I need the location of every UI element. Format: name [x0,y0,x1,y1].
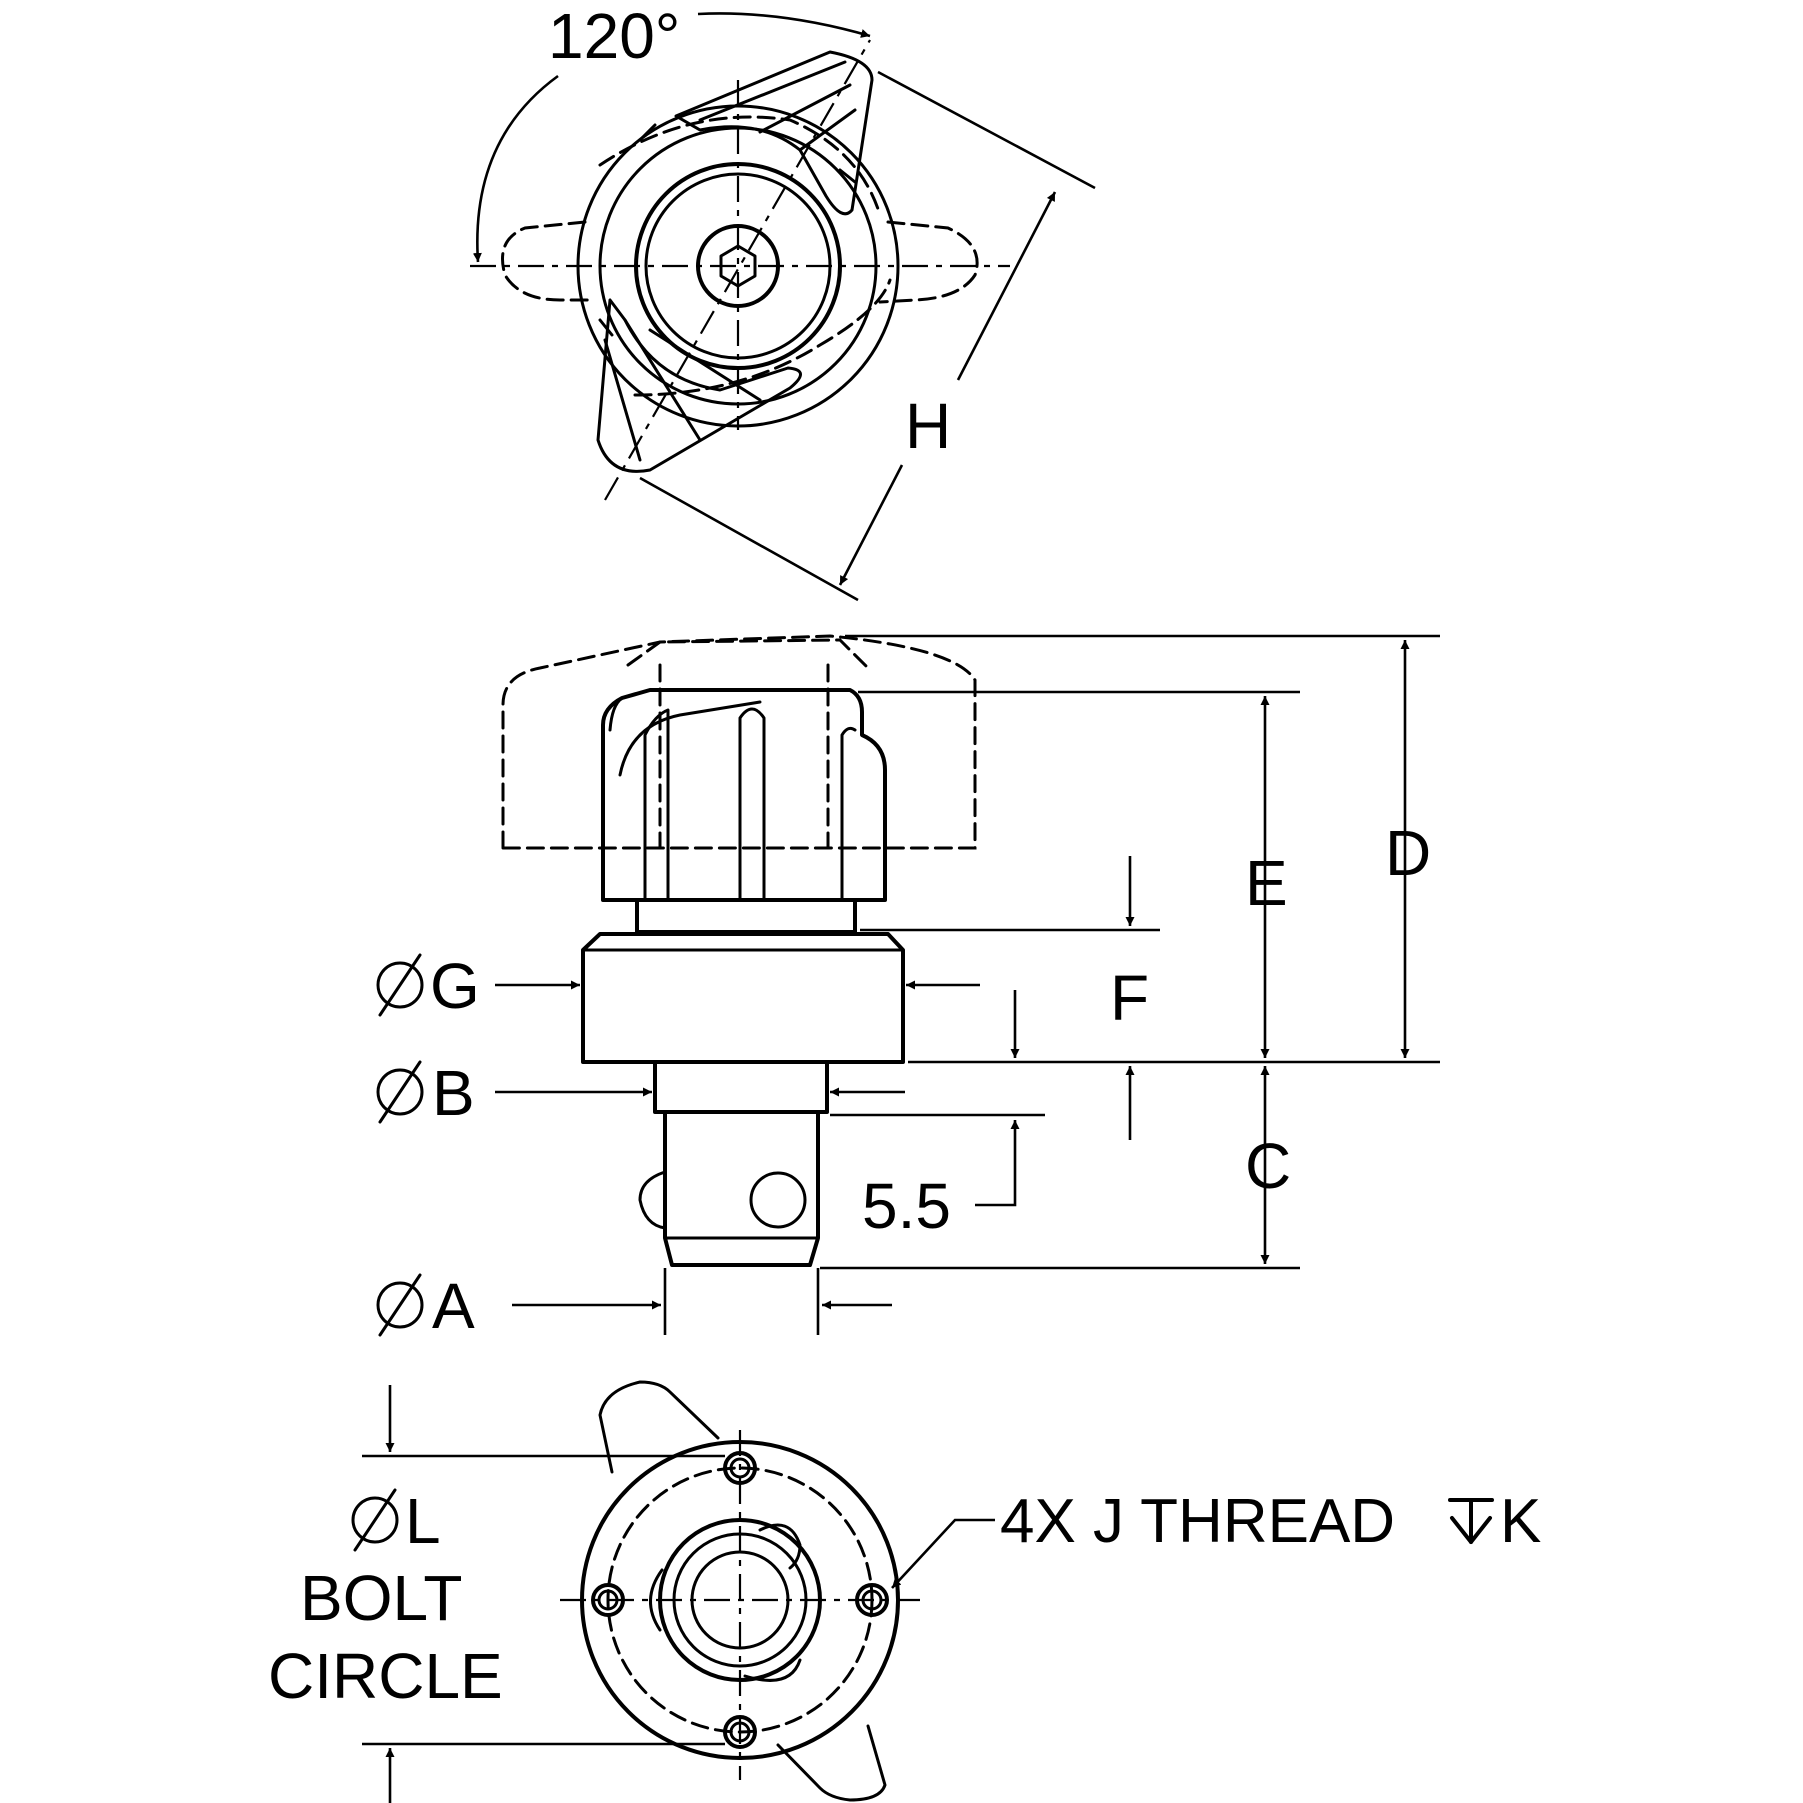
offset-label: 5.5 [862,1170,951,1242]
depth-symbol-icon [1448,1498,1494,1544]
knob-hidden-outline [501,634,977,850]
pin-ball [638,1170,667,1230]
thread-label: 4X J THREAD [1000,1487,1395,1556]
wing-top-right [674,50,874,216]
c-label: C [1245,1130,1291,1202]
shoulder [653,1060,829,1114]
pin-circle [672,1532,808,1668]
f-label: F [1110,962,1149,1034]
side-view: D E F C 5.5 G B [376,634,1440,1342]
pin-end-circle [690,1550,790,1650]
knob-flute-3 [840,726,857,902]
left-lobe-hidden [501,220,597,302]
diameter-symbol-icon [376,1281,424,1329]
top-view: 120° H [470,0,1096,602]
ball-outline-left [649,1568,664,1632]
hub-inner-circle [598,126,878,406]
b-label: B [432,1057,475,1129]
h-dim-line-lower [838,464,904,586]
thread-leader [891,1518,995,1589]
neck [635,898,857,934]
flange [581,932,905,1064]
e-label: E [1245,847,1288,919]
g-label: G [430,950,480,1022]
knob-flute-1 [643,708,670,902]
wing-lower-right [776,1724,887,1802]
diameter-symbol-icon [376,961,424,1009]
wing-top-right-facets [698,60,857,152]
knob-body [601,688,887,902]
h-dim-line-upper [956,191,1057,381]
l-label: L [405,1485,441,1557]
bolt-hole-top [723,1451,757,1485]
angle-arc-right [697,12,871,38]
h-extension-upper [877,70,1096,190]
top-angled-centerline [604,39,871,501]
circle-label: CIRCLE [268,1640,503,1712]
d-label: D [1385,817,1431,889]
right-lobe-hidden [878,220,979,304]
wing-bottom-left-facets [603,318,762,462]
rim-arrow-marks [598,123,857,337]
bolt-circle [606,1466,874,1734]
angle-label: 120° [548,0,680,72]
diameter-symbol-icon [351,1496,399,1544]
collar-circle [634,162,842,370]
l-diameter-label: L [351,1485,441,1557]
h-label: H [905,390,951,462]
flange-outer-circle [580,1440,900,1760]
thread-depth-label: K [1500,1487,1541,1556]
bolt-hole-left [591,1583,625,1617]
bottom-view: L BOLT CIRCLE 4X J THREAD K [268,1380,1541,1803]
h-extension-lower [639,476,859,602]
pin-cross-hole [749,1171,807,1229]
shoulder-circle [658,1518,822,1682]
diameter-symbol-icon [376,1068,424,1116]
a-diameter-label: A [376,1270,475,1342]
wing-bottom-left [596,298,802,473]
wing-upper-left [598,1380,720,1474]
pin [663,1110,820,1267]
bolt-hole-right [855,1583,889,1617]
b-diameter-label: B [376,1057,475,1129]
knob-wing-curve [618,700,762,777]
offset-arrow-bottom [975,1120,1020,1207]
a-label: A [432,1270,475,1342]
g-diameter-label: G [376,950,480,1022]
knob-hidden-ribs [626,638,870,850]
knob-edge [608,696,624,732]
center-bore [696,224,780,308]
lower-hub-hidden [633,278,892,397]
collar-inner-circle [644,172,832,360]
bolt-hole-bottom [723,1715,757,1749]
angle-arc-left [472,74,559,263]
bolt-label: BOLT [300,1562,462,1634]
knob-flute-2 [738,707,766,902]
hex-socket [719,244,757,288]
